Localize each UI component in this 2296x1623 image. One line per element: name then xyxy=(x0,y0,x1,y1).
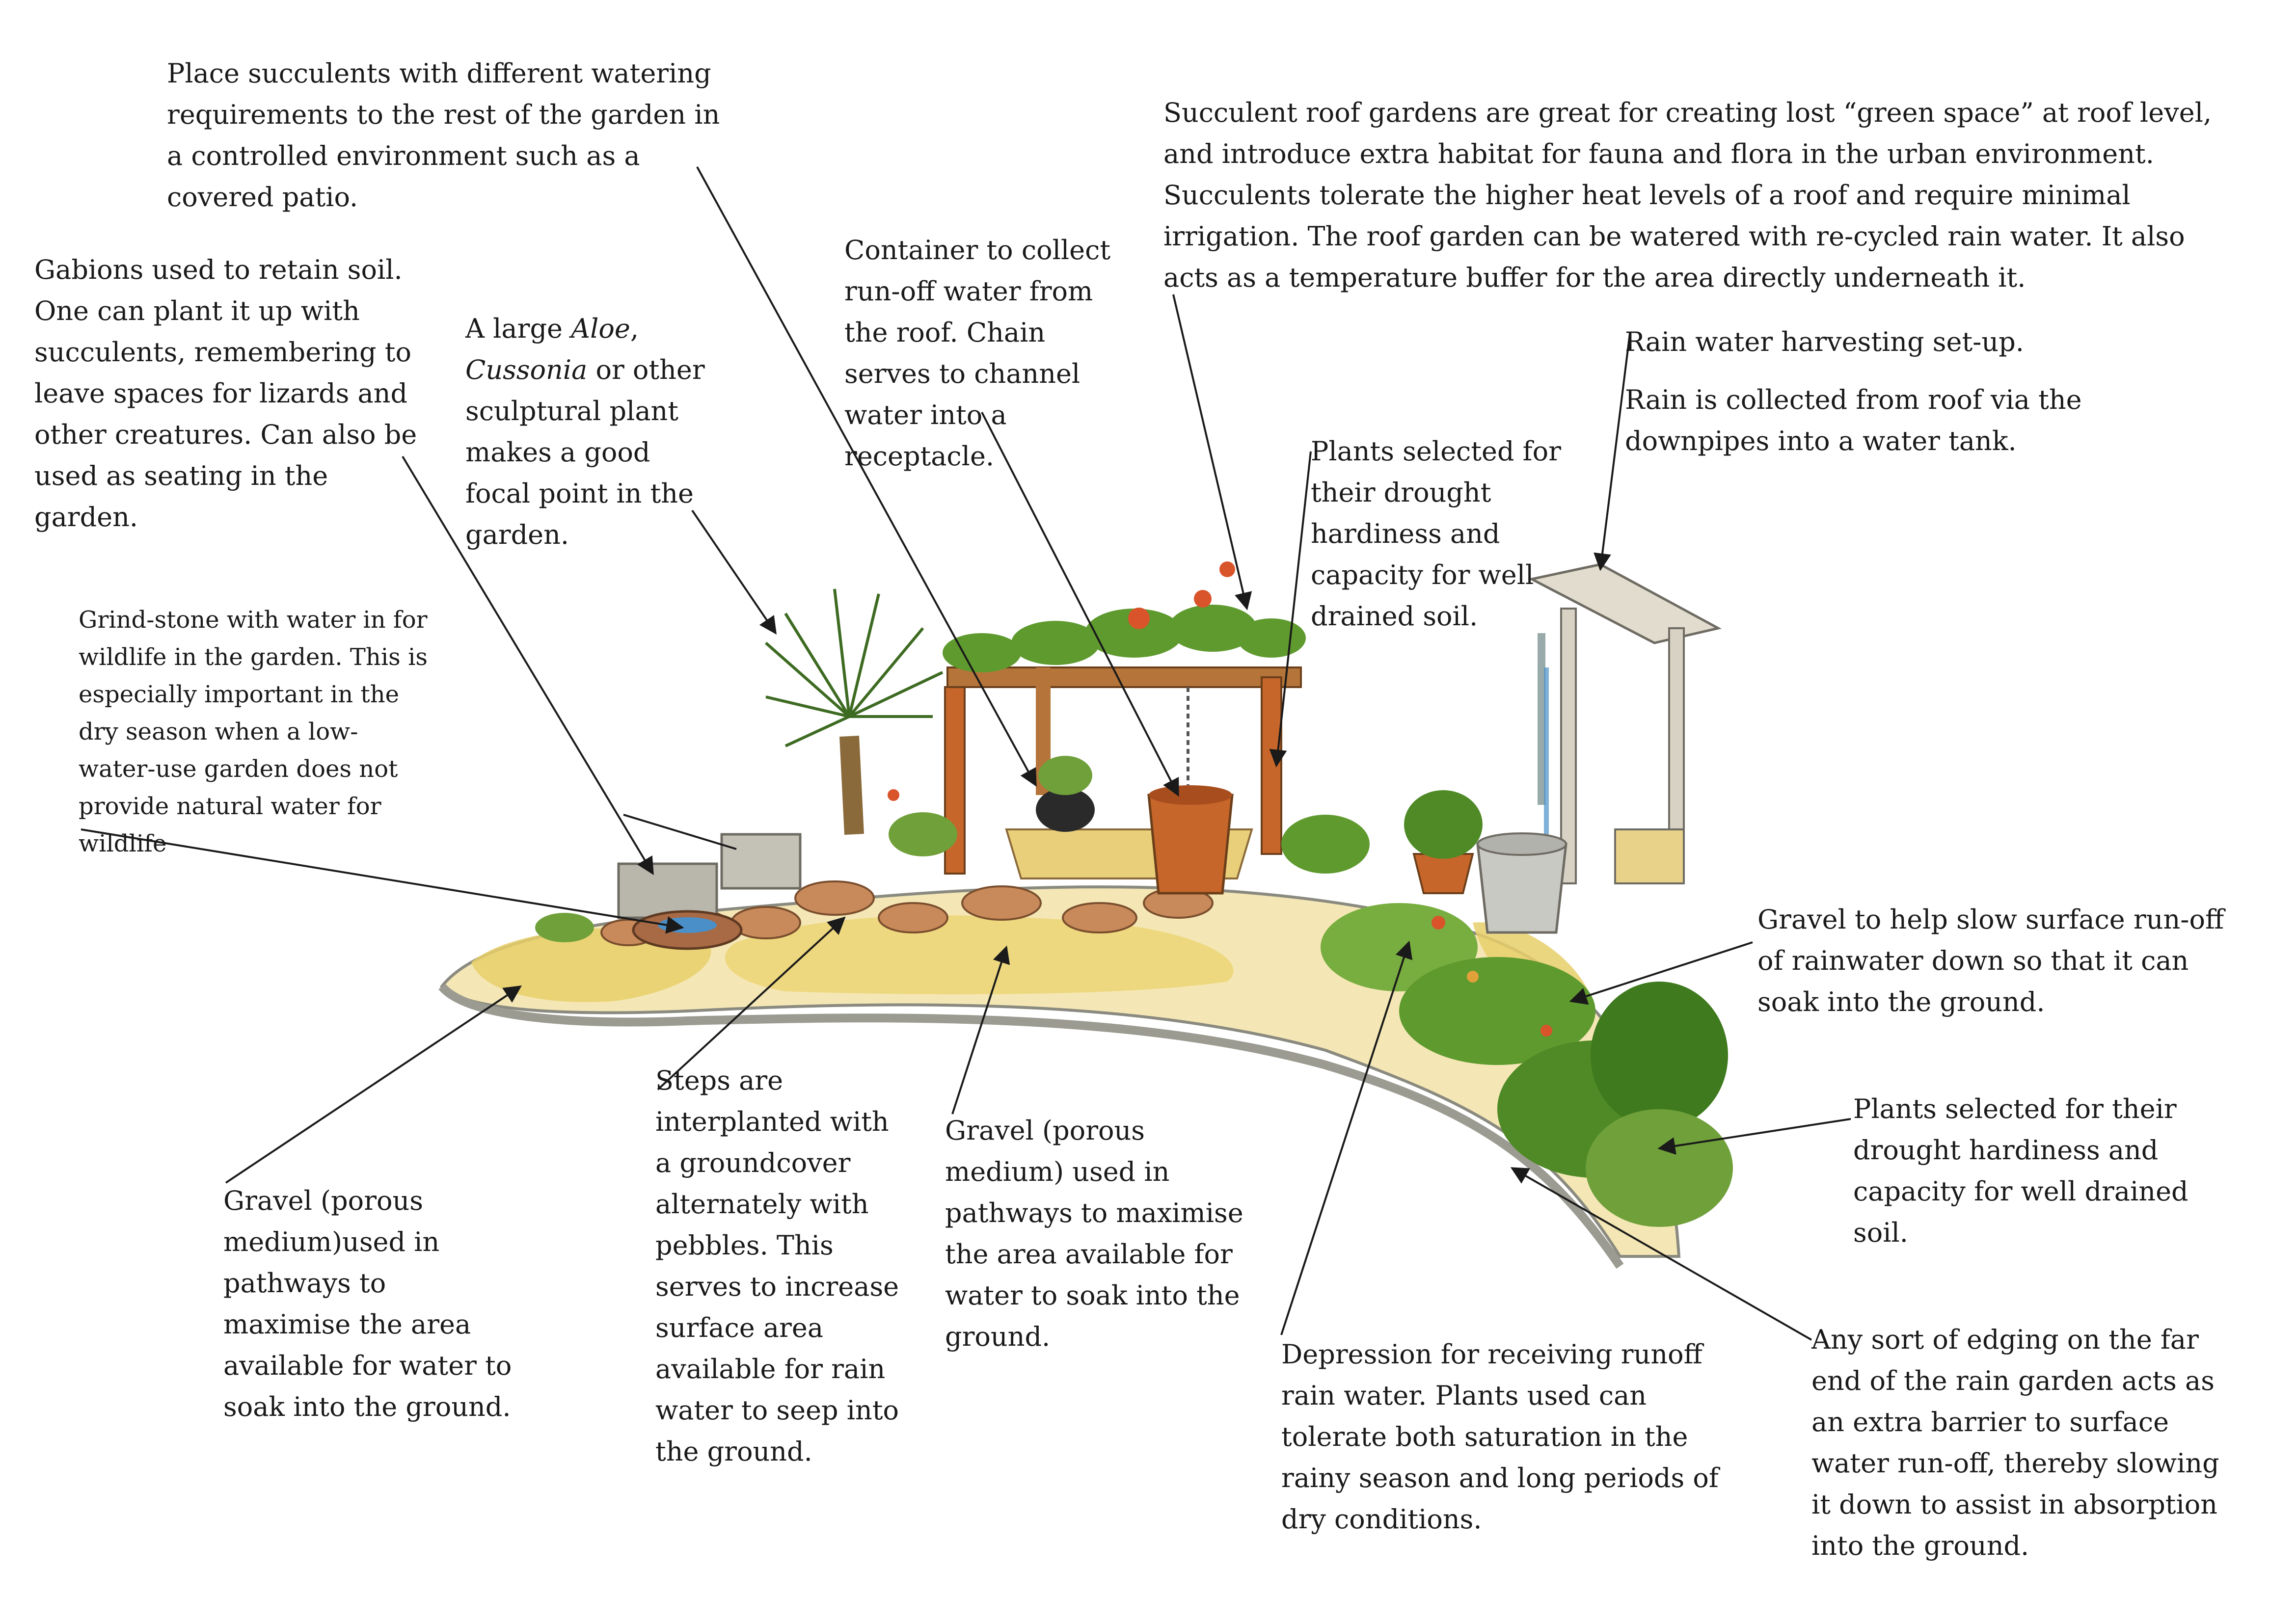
leader-grindstone xyxy=(81,828,684,934)
leader-grindstone-2 xyxy=(623,814,737,850)
leader-focal-plant xyxy=(691,509,777,635)
leader-plants-right xyxy=(1657,1118,1851,1155)
leader-covered-patio xyxy=(696,166,1037,787)
planting-masses xyxy=(535,789,1733,1227)
leader-roof-garden xyxy=(1172,294,1252,611)
label-gravel-left: Gravel (porous medium)used in pathways t… xyxy=(223,1185,512,1422)
label-container: Container to collect run-off water from … xyxy=(844,235,1111,472)
gravel-pathway-middle xyxy=(725,915,1234,994)
label-grindstone: Grind-stone with water in for wildlife i… xyxy=(79,606,428,857)
leader-gravel-runoff xyxy=(1569,941,1753,1005)
label-focal-plant: A large Aloe, Cussonia or other sculptur… xyxy=(465,313,705,550)
leader-gravel-mid xyxy=(951,945,1010,1115)
label-gravel-mid: Gravel (porous medium) used in pathways … xyxy=(945,1115,1243,1352)
covered-patio-pergola xyxy=(943,561,1306,895)
label-depression: Depression for receiving runoff rain wat… xyxy=(1281,1339,1719,1535)
leader-steps xyxy=(657,916,846,1091)
leader-depression xyxy=(1280,940,1413,1335)
leader-container xyxy=(981,412,1179,797)
leader-harvesting xyxy=(1594,333,1631,571)
gravel-pathway-left xyxy=(471,928,711,1002)
label-edging: Any sort of edging on the far end of the… xyxy=(1811,1324,2219,1561)
label-covered-patio: Place succulents with different watering… xyxy=(167,58,720,213)
leader-gabions xyxy=(402,455,654,876)
label-harvesting: Rain water harvesting set-up. Rain is co… xyxy=(1625,326,2082,456)
label-plants-right: Plants selected for their drought hardin… xyxy=(1853,1093,2188,1248)
label-gabions: Gabions used to retain soil. One can pla… xyxy=(34,254,417,532)
gabion-wall xyxy=(617,833,802,919)
leader-plants-roof xyxy=(1269,451,1312,768)
grind-stone xyxy=(632,910,743,950)
aloe-plant xyxy=(765,588,944,835)
rain-water-tank-setup xyxy=(1404,563,1722,934)
label-plants-roof: Plants selected for their drought hardin… xyxy=(1311,436,1561,632)
label-roof-garden: Succulent roof gardens are great for cre… xyxy=(1163,97,2212,293)
leader-gravel-left xyxy=(225,985,522,1184)
label-gravel-runoff: Gravel to help slow surface run-off of r… xyxy=(1757,904,2224,1017)
label-steps: Steps are interplanted with a groundcove… xyxy=(655,1065,899,1467)
leader-lines xyxy=(81,166,1851,1341)
leader-edging xyxy=(1510,1167,1812,1341)
